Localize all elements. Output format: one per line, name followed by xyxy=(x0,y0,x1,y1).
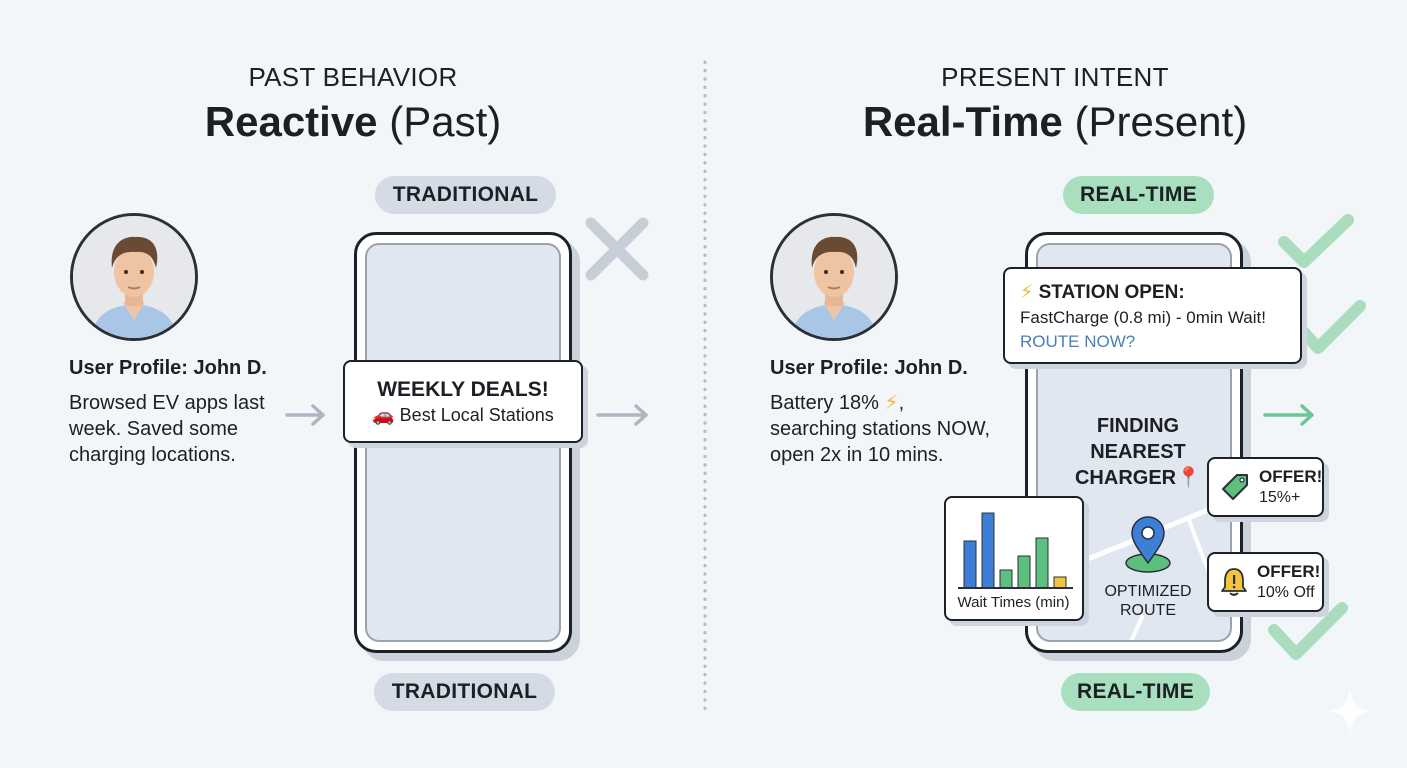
check-icon xyxy=(1294,300,1366,354)
lightning-icon: ⚡ xyxy=(1020,282,1034,303)
route-now-link[interactable]: ROUTE NOW? xyxy=(1020,332,1136,351)
pin-icon: 📍 xyxy=(1176,467,1202,489)
section-divider xyxy=(703,58,707,714)
traditional-pill-bottom: TRADITIONAL xyxy=(374,673,555,711)
notification-body-text: Best Local Stations xyxy=(399,405,554,425)
notification-title: WEEKLY DEALS! xyxy=(377,378,549,401)
station-open-alert[interactable]: ⚡ STATION OPEN: FastCharge (0.8 mi) - 0m… xyxy=(1003,267,1302,364)
alert-body: FastCharge (0.8 mi) - 0min Wait! xyxy=(1020,308,1266,327)
right-title-light: (Present) xyxy=(1074,98,1248,145)
realtime-pill-bottom: REAL-TIME xyxy=(1061,673,1210,711)
left-kicker: PAST BEHAVIOR xyxy=(248,62,458,92)
check-icon xyxy=(1278,214,1354,268)
wait-times-chart[interactable]: Wait Times (min) xyxy=(944,496,1084,621)
x-icon xyxy=(585,217,649,281)
traditional-pill-top: TRADITIONAL xyxy=(375,176,556,214)
check-icon xyxy=(1268,602,1348,660)
avatar xyxy=(70,213,198,341)
alert-title-row: ⚡ STATION OPEN: xyxy=(1020,281,1300,304)
offer-title: OFFER! xyxy=(1259,467,1323,486)
bell-icon xyxy=(1221,568,1247,596)
notification-body: 🚗 Best Local Stations xyxy=(345,405,581,426)
bar-chart xyxy=(958,512,1073,589)
sparkle-icon xyxy=(1327,688,1373,734)
screen-heading-text: FINDING NEAREST CHARGER xyxy=(1074,415,1186,489)
left-title-bold: Reactive xyxy=(204,98,378,145)
arrow-right-icon xyxy=(285,404,325,426)
profile-battery-line: Battery 18% ⚡, xyxy=(770,390,904,416)
profile-name-right: User Profile: John D. xyxy=(770,357,968,379)
optimized-route-label: OPTIMIZED ROUTE xyxy=(1104,583,1192,619)
left-title: Reactive (Past) xyxy=(153,98,553,146)
realtime-pill-top: REAL-TIME xyxy=(1063,176,1214,214)
right-title: Real-Time (Present) xyxy=(830,98,1280,146)
offer-title: OFFER! xyxy=(1257,562,1321,581)
avatar xyxy=(770,213,898,341)
offer-value: 15%+ xyxy=(1259,489,1301,506)
offer-card-10[interactable]: OFFER! 10% Off xyxy=(1207,552,1324,612)
person-icon xyxy=(73,216,195,338)
right-kicker: PRESENT INTENT xyxy=(941,62,1169,92)
battery-text: Battery 18% xyxy=(770,392,879,414)
profile-description-left: Browsed EV apps last week. Saved some ch… xyxy=(69,392,265,466)
lightning-icon: ⚡ xyxy=(884,392,899,414)
left-title-light: (Past) xyxy=(389,98,502,145)
tag-icon xyxy=(1222,474,1248,500)
weekly-deals-notification[interactable]: WEEKLY DEALS! 🚗 Best Local Stations xyxy=(343,360,583,443)
offer-card-15[interactable]: OFFER! 15%+ xyxy=(1207,457,1324,517)
right-title-bold: Real-Time xyxy=(862,98,1063,145)
screen-heading: FINDING NEAREST CHARGER📍 xyxy=(1038,387,1230,491)
location-pin-icon xyxy=(1125,516,1171,573)
car-icon: 🚗 xyxy=(372,405,395,425)
battery-suffix: , xyxy=(898,392,905,414)
profile-description-right: searching stations NOW, open 2x in 10 mi… xyxy=(770,418,991,466)
profile-name-left: User Profile: John D. xyxy=(69,357,267,379)
alert-title: STATION OPEN: xyxy=(1038,282,1185,303)
chart-label: Wait Times (min) xyxy=(957,594,1070,611)
offer-value: 10% Off xyxy=(1257,584,1315,601)
arrow-right-icon xyxy=(1263,404,1314,426)
arrow-right-icon xyxy=(596,404,648,426)
person-icon xyxy=(773,216,895,338)
